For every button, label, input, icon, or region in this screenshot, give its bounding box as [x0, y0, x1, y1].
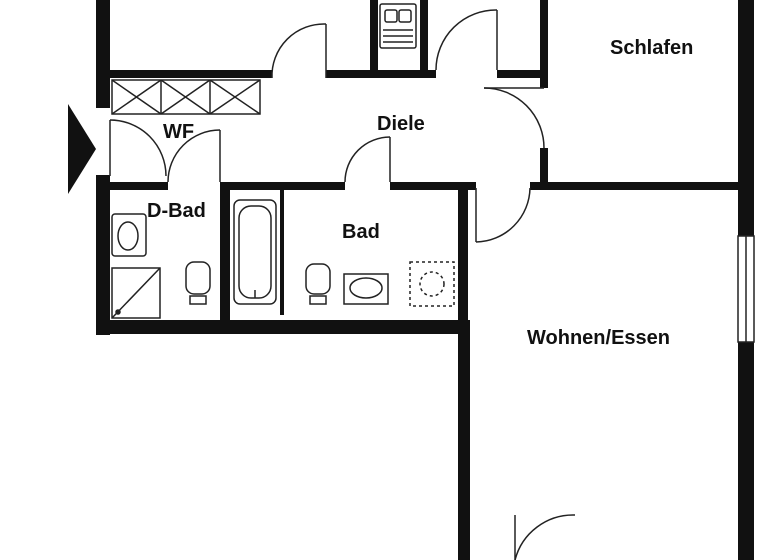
window-right	[737, 235, 755, 343]
room-label-wohnen-essen: Wohnen/Essen	[527, 327, 670, 349]
room-label-wf: WF	[163, 121, 195, 143]
entrance-arrow-icon	[68, 104, 96, 194]
room-label-bad: Bad	[342, 221, 380, 243]
room-label-schlafen: Schlafen	[610, 37, 694, 59]
walls	[96, 0, 754, 560]
room-label-diele: Diele	[377, 113, 425, 135]
room-label-d-bad: D-Bad	[147, 200, 206, 222]
wardrobe	[111, 79, 261, 115]
fixtures	[111, 3, 455, 319]
doors	[109, 9, 576, 560]
